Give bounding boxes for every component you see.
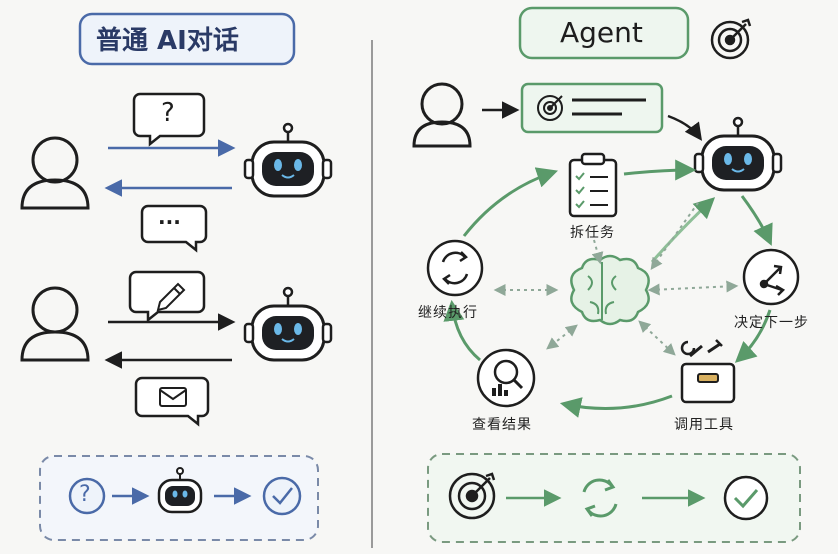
cycle-arrow bbox=[623, 159, 697, 181]
cycle-arrow bbox=[740, 195, 773, 246]
target-icon bbox=[710, 18, 752, 60]
check-circle-icon bbox=[262, 476, 302, 516]
step-label-call-tool: 调用工具 bbox=[674, 417, 734, 433]
cycle-arrow bbox=[462, 167, 558, 237]
clipboard-icon bbox=[568, 152, 618, 218]
step-label-continue-exec: 继续执行 bbox=[418, 305, 478, 321]
review-result-icon bbox=[476, 348, 536, 408]
question-bubble-icon bbox=[132, 92, 206, 147]
agent-flow-box bbox=[427, 453, 801, 543]
user-icon bbox=[20, 136, 90, 210]
target-icon bbox=[448, 472, 496, 520]
target-icon bbox=[537, 95, 563, 121]
envelope-icon bbox=[159, 387, 187, 407]
reply-bubble-icon bbox=[140, 204, 208, 253]
left-title-box bbox=[78, 12, 296, 66]
question-circle-text: ? bbox=[79, 482, 91, 507]
user-icon bbox=[20, 286, 90, 362]
loop-icon bbox=[582, 478, 618, 518]
goal-card bbox=[520, 82, 664, 134]
cycle-arrow bbox=[443, 299, 481, 362]
ellipsis-text: ··· bbox=[158, 210, 181, 234]
robot-icon bbox=[243, 286, 333, 362]
robot-icon bbox=[693, 116, 783, 192]
pencil-icon bbox=[156, 282, 186, 312]
step-label-view-result: 查看结果 bbox=[472, 417, 532, 433]
right-panel-title: Agent bbox=[560, 16, 643, 49]
brain-icon bbox=[570, 254, 650, 326]
brain-link bbox=[638, 320, 676, 356]
robot-icon bbox=[243, 122, 333, 198]
cycle-arrow bbox=[734, 309, 772, 363]
brain-link bbox=[546, 324, 578, 350]
question-circle-icon bbox=[68, 477, 106, 515]
user-icon bbox=[412, 82, 472, 148]
step-label-split-task: 拆任务 bbox=[570, 225, 615, 241]
question-mark-text: ? bbox=[161, 98, 175, 128]
cycle-arrow bbox=[650, 197, 716, 263]
robot-icon bbox=[157, 467, 203, 514]
toolbox-icon bbox=[680, 339, 736, 404]
left-panel-title: 普通 AI对话 bbox=[96, 26, 239, 56]
refresh-icon bbox=[426, 239, 484, 297]
brain-link bbox=[647, 280, 739, 296]
mail-bubble-icon bbox=[134, 376, 210, 427]
step-label-decide-next: 决定下一步 bbox=[734, 315, 809, 331]
check-circle-icon bbox=[723, 475, 769, 521]
right-title-box bbox=[518, 6, 690, 60]
decide-next-icon bbox=[742, 248, 800, 306]
cycle-arrow bbox=[559, 394, 673, 418]
goal-to-robot-arrow bbox=[667, 114, 703, 141]
